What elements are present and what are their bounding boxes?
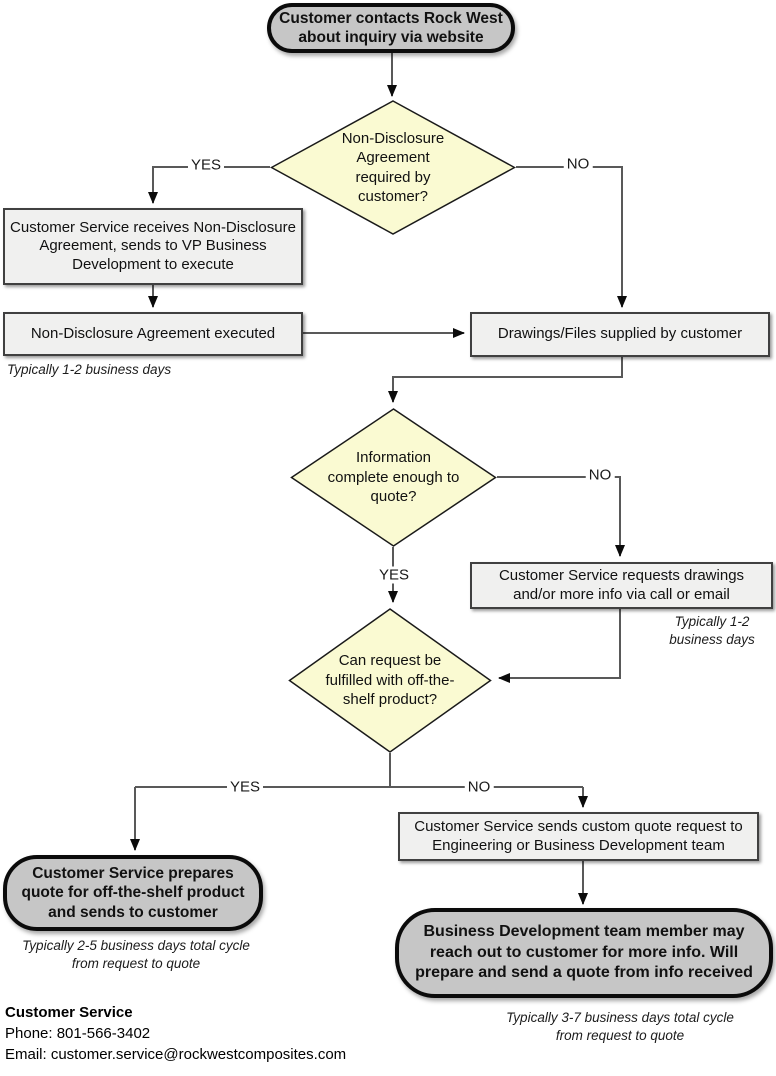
- branch-label-shelf-yes: YES: [226, 778, 264, 796]
- process-custom-quote: Customer Service sends custom quote requ…: [398, 812, 759, 861]
- contact-title: Customer Service: [5, 1004, 133, 1021]
- decision-off-shelf: Can request be fulfilled with off-the-sh…: [288, 608, 492, 753]
- process-nda-receive-label: Customer Service receives Non-Disclosure…: [10, 219, 296, 273]
- branch-label-nda-no: NO: [563, 155, 593, 173]
- decision-nda-label: Non-Disclosure Agreement required by cus…: [341, 129, 445, 206]
- process-custom-quote-label: Customer Service sends custom quote requ…: [414, 818, 743, 854]
- decision-info-label: Information complete enough to quote?: [327, 449, 460, 506]
- branch-label-info-yes: YES: [375, 566, 413, 584]
- process-requests-info: Customer Service requests drawings and/o…: [470, 562, 773, 609]
- process-requests-info-label: Customer Service requests drawings and/o…: [498, 567, 745, 603]
- caption-request-days-label: Typically 1-2 business days: [669, 614, 755, 648]
- diamond-shape-icon: [290, 408, 497, 547]
- process-drawings-supplied-label: Drawings/Files supplied by customer: [497, 325, 743, 343]
- contact-phone: Phone: 801-566-3402: [5, 1025, 151, 1042]
- caption-bd-days-label: Typically 3-7 business days total cycle …: [506, 1010, 734, 1044]
- contact-block: Customer Service Phone: 801-566-3402 Ema…: [5, 1002, 346, 1065]
- diamond-shape-icon: [288, 608, 492, 753]
- caption-bd-days: Typically 3-7 business days total cycle …: [490, 1009, 750, 1045]
- branch-label-shelf-no: NO: [464, 778, 494, 796]
- start-terminal: Customer contacts Rock West about inquir…: [267, 3, 515, 53]
- decision-info-complete: Information complete enough to quote?: [290, 408, 497, 547]
- decision-off-shelf-label: Can request be fulfilled with off-the-sh…: [325, 652, 455, 709]
- terminal-bd-follow-up-label: Business Development team member may rea…: [415, 922, 753, 982]
- caption-nda-days: Typically 1-2 business days: [7, 362, 172, 377]
- decision-nda-required: Non-Disclosure Agreement required by cus…: [270, 100, 516, 235]
- caption-off-shelf-days-label: Typically 2-5 business days total cycle …: [22, 938, 250, 972]
- branch-label-nda-yes: YES: [187, 156, 225, 174]
- diamond-shape-icon: [270, 100, 516, 235]
- terminal-off-shelf-quote: Customer Service prepares quote for off-…: [3, 855, 263, 931]
- caption-off-shelf-days: Typically 2-5 business days total cycle …: [6, 937, 266, 973]
- branch-label-info-no: NO: [585, 466, 615, 484]
- terminal-bd-follow-up: Business Development team member may rea…: [395, 908, 773, 998]
- start-terminal-label: Customer contacts Rock West about inquir…: [279, 9, 503, 46]
- contact-email: Email: customer.service@rockwestcomposit…: [5, 1046, 347, 1063]
- caption-request-days: Typically 1-2 business days: [563, 613, 770, 649]
- process-nda-executed: Non-Disclosure Agreement executed: [3, 312, 303, 356]
- process-nda-receive: Customer Service receives Non-Disclosure…: [3, 208, 303, 285]
- terminal-off-shelf-quote-label: Customer Service prepares quote for off-…: [21, 864, 245, 921]
- process-nda-executed-label: Non-Disclosure Agreement executed: [30, 324, 276, 342]
- process-drawings-supplied: Drawings/Files supplied by customer: [470, 312, 770, 357]
